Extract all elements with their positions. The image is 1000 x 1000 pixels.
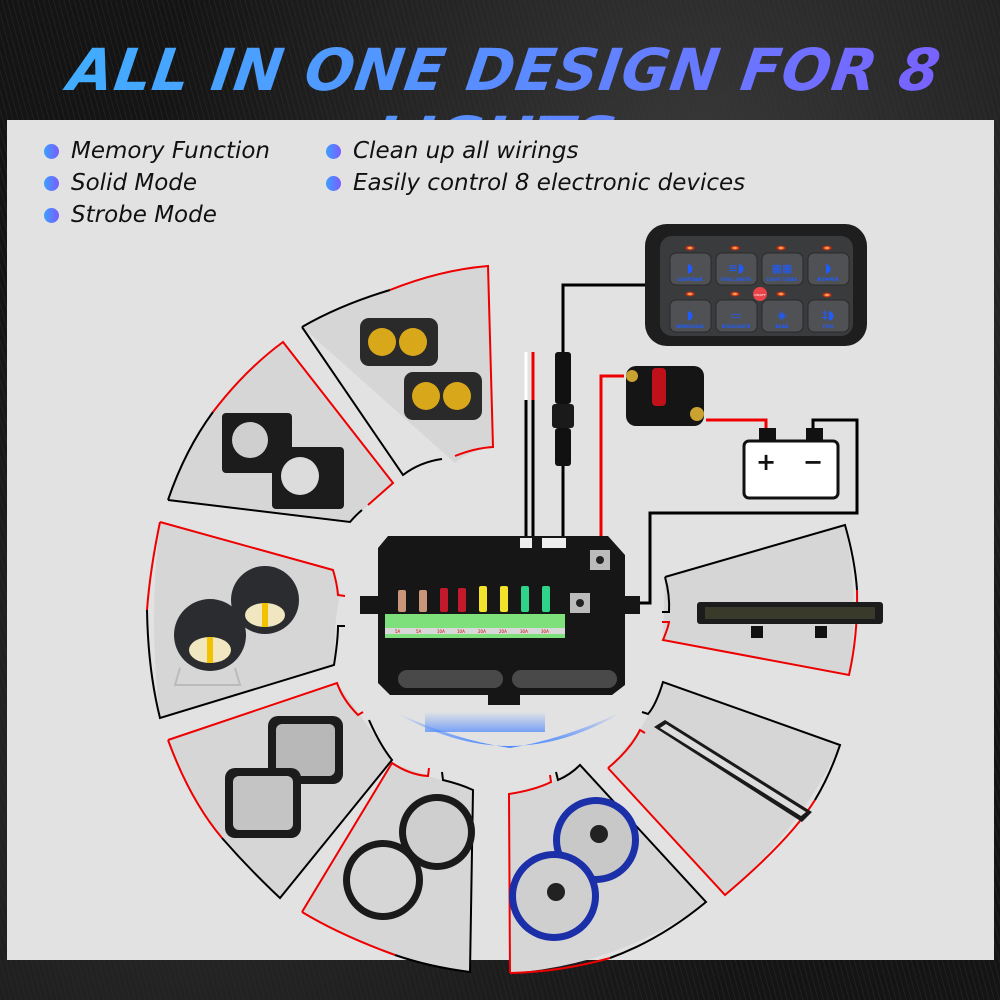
switch-button-bumper[interactable]: BUMPER ◗: [807, 245, 850, 286]
fuse-5a: [398, 590, 406, 612]
yellow-dual-pod-lights: [360, 318, 482, 420]
windshield-light-icon: ◗: [687, 308, 693, 322]
switch-button-windshield[interactable]: WINDSHLD ◗: [669, 291, 712, 333]
switch-button-light-cubes[interactable]: LIGHT CUBES ▦▦: [761, 245, 804, 286]
svg-text:LIGHTBAR: LIGHTBAR: [677, 277, 703, 283]
rear-light-icon: ◈: [777, 308, 787, 322]
bullet-icon: [44, 143, 59, 159]
power-logo-icon: [753, 287, 767, 301]
svg-text:20A: 20A: [478, 629, 486, 634]
feature-item: Easily control 8 electronic devices: [326, 170, 745, 196]
fuse-30a: [521, 586, 529, 612]
bumper-light-icon: ◗: [825, 261, 831, 275]
svg-text:REAR: REAR: [775, 324, 789, 330]
battery-positive-label: +: [756, 448, 776, 476]
svg-text:20A: 20A: [499, 629, 507, 634]
fuse-20a: [479, 586, 487, 612]
svg-text:FOG: FOG: [823, 324, 834, 330]
feature-item: Strobe Mode: [44, 202, 217, 228]
blue-ring-driving-lights: [509, 797, 639, 941]
fuse-box: [360, 536, 640, 705]
round-driving-lights: [343, 794, 475, 920]
switch-button-rocklights[interactable]: ROCKLIGHTS ▭: [715, 291, 758, 333]
feature-item: Clean up all wirings: [326, 138, 578, 164]
svg-text:30A: 30A: [520, 629, 528, 634]
fuse-5a: [419, 590, 427, 612]
svg-text:10A: 10A: [437, 629, 445, 634]
fuse-list: 5A 5A 10A 10A 20A 20A 30A 30A: [395, 586, 550, 634]
double-row-light-bar: [697, 602, 883, 638]
battery: [742, 428, 840, 500]
fuse-30a: [542, 586, 550, 612]
switch-button-fog[interactable]: FOG ‡◗: [807, 292, 850, 333]
svg-text:ON/OFF: ON/OFF: [754, 293, 766, 297]
switch-panel: LIGHTBAR ◗ FOG LIGHTS ≡◗ LIGHT CUBES ▦▦ …: [645, 224, 867, 346]
bullet-icon: [326, 175, 341, 191]
square-led-pod-lights: [225, 716, 343, 838]
feature-item: Solid Mode: [44, 170, 197, 196]
fuse-20a: [500, 586, 508, 612]
bullet-icon: [44, 207, 59, 223]
svg-text:10A: 10A: [457, 629, 465, 634]
svg-text:5A: 5A: [395, 629, 401, 634]
svg-text:5A: 5A: [416, 629, 422, 634]
svg-text:LIGHT CUBES: LIGHT CUBES: [766, 277, 797, 282]
svg-text:FOG LIGHTS: FOG LIGHTS: [721, 277, 751, 283]
light-cubes-icon: ▦▦: [772, 262, 793, 275]
feature-item: Memory Function: [44, 138, 270, 164]
fuse-10a: [440, 588, 448, 612]
svg-text:BUMPER: BUMPER: [817, 277, 839, 283]
fog-icon: ‡◗: [822, 308, 834, 322]
bullet-icon: [326, 143, 341, 159]
svg-text:WINDSHLD: WINDSHLD: [676, 324, 704, 330]
inline-connector: [552, 352, 574, 466]
switch-button-lightbar[interactable]: LIGHTBAR ◗: [669, 245, 712, 286]
cube-pod-lights: [222, 413, 344, 509]
svg-text:ROCKLIGHTS: ROCKLIGHTS: [722, 324, 751, 329]
circuit-breaker: [626, 366, 704, 426]
slim-light-bar: [654, 720, 812, 822]
projector-fog-lights: [173, 566, 299, 686]
svg-text:30A: 30A: [541, 629, 549, 634]
switch-button-rear[interactable]: REAR ◈: [761, 291, 804, 333]
fog-light-icon: ≡◗: [728, 261, 744, 275]
switch-button-fog-lights[interactable]: FOG LIGHTS ≡◗: [715, 245, 758, 286]
fuse-10a: [458, 588, 466, 612]
bullet-icon: [44, 175, 59, 191]
battery-negative-label: −: [803, 448, 823, 476]
rock-light-icon: ▭: [731, 309, 741, 322]
headlight-icon: ◗: [687, 261, 693, 275]
